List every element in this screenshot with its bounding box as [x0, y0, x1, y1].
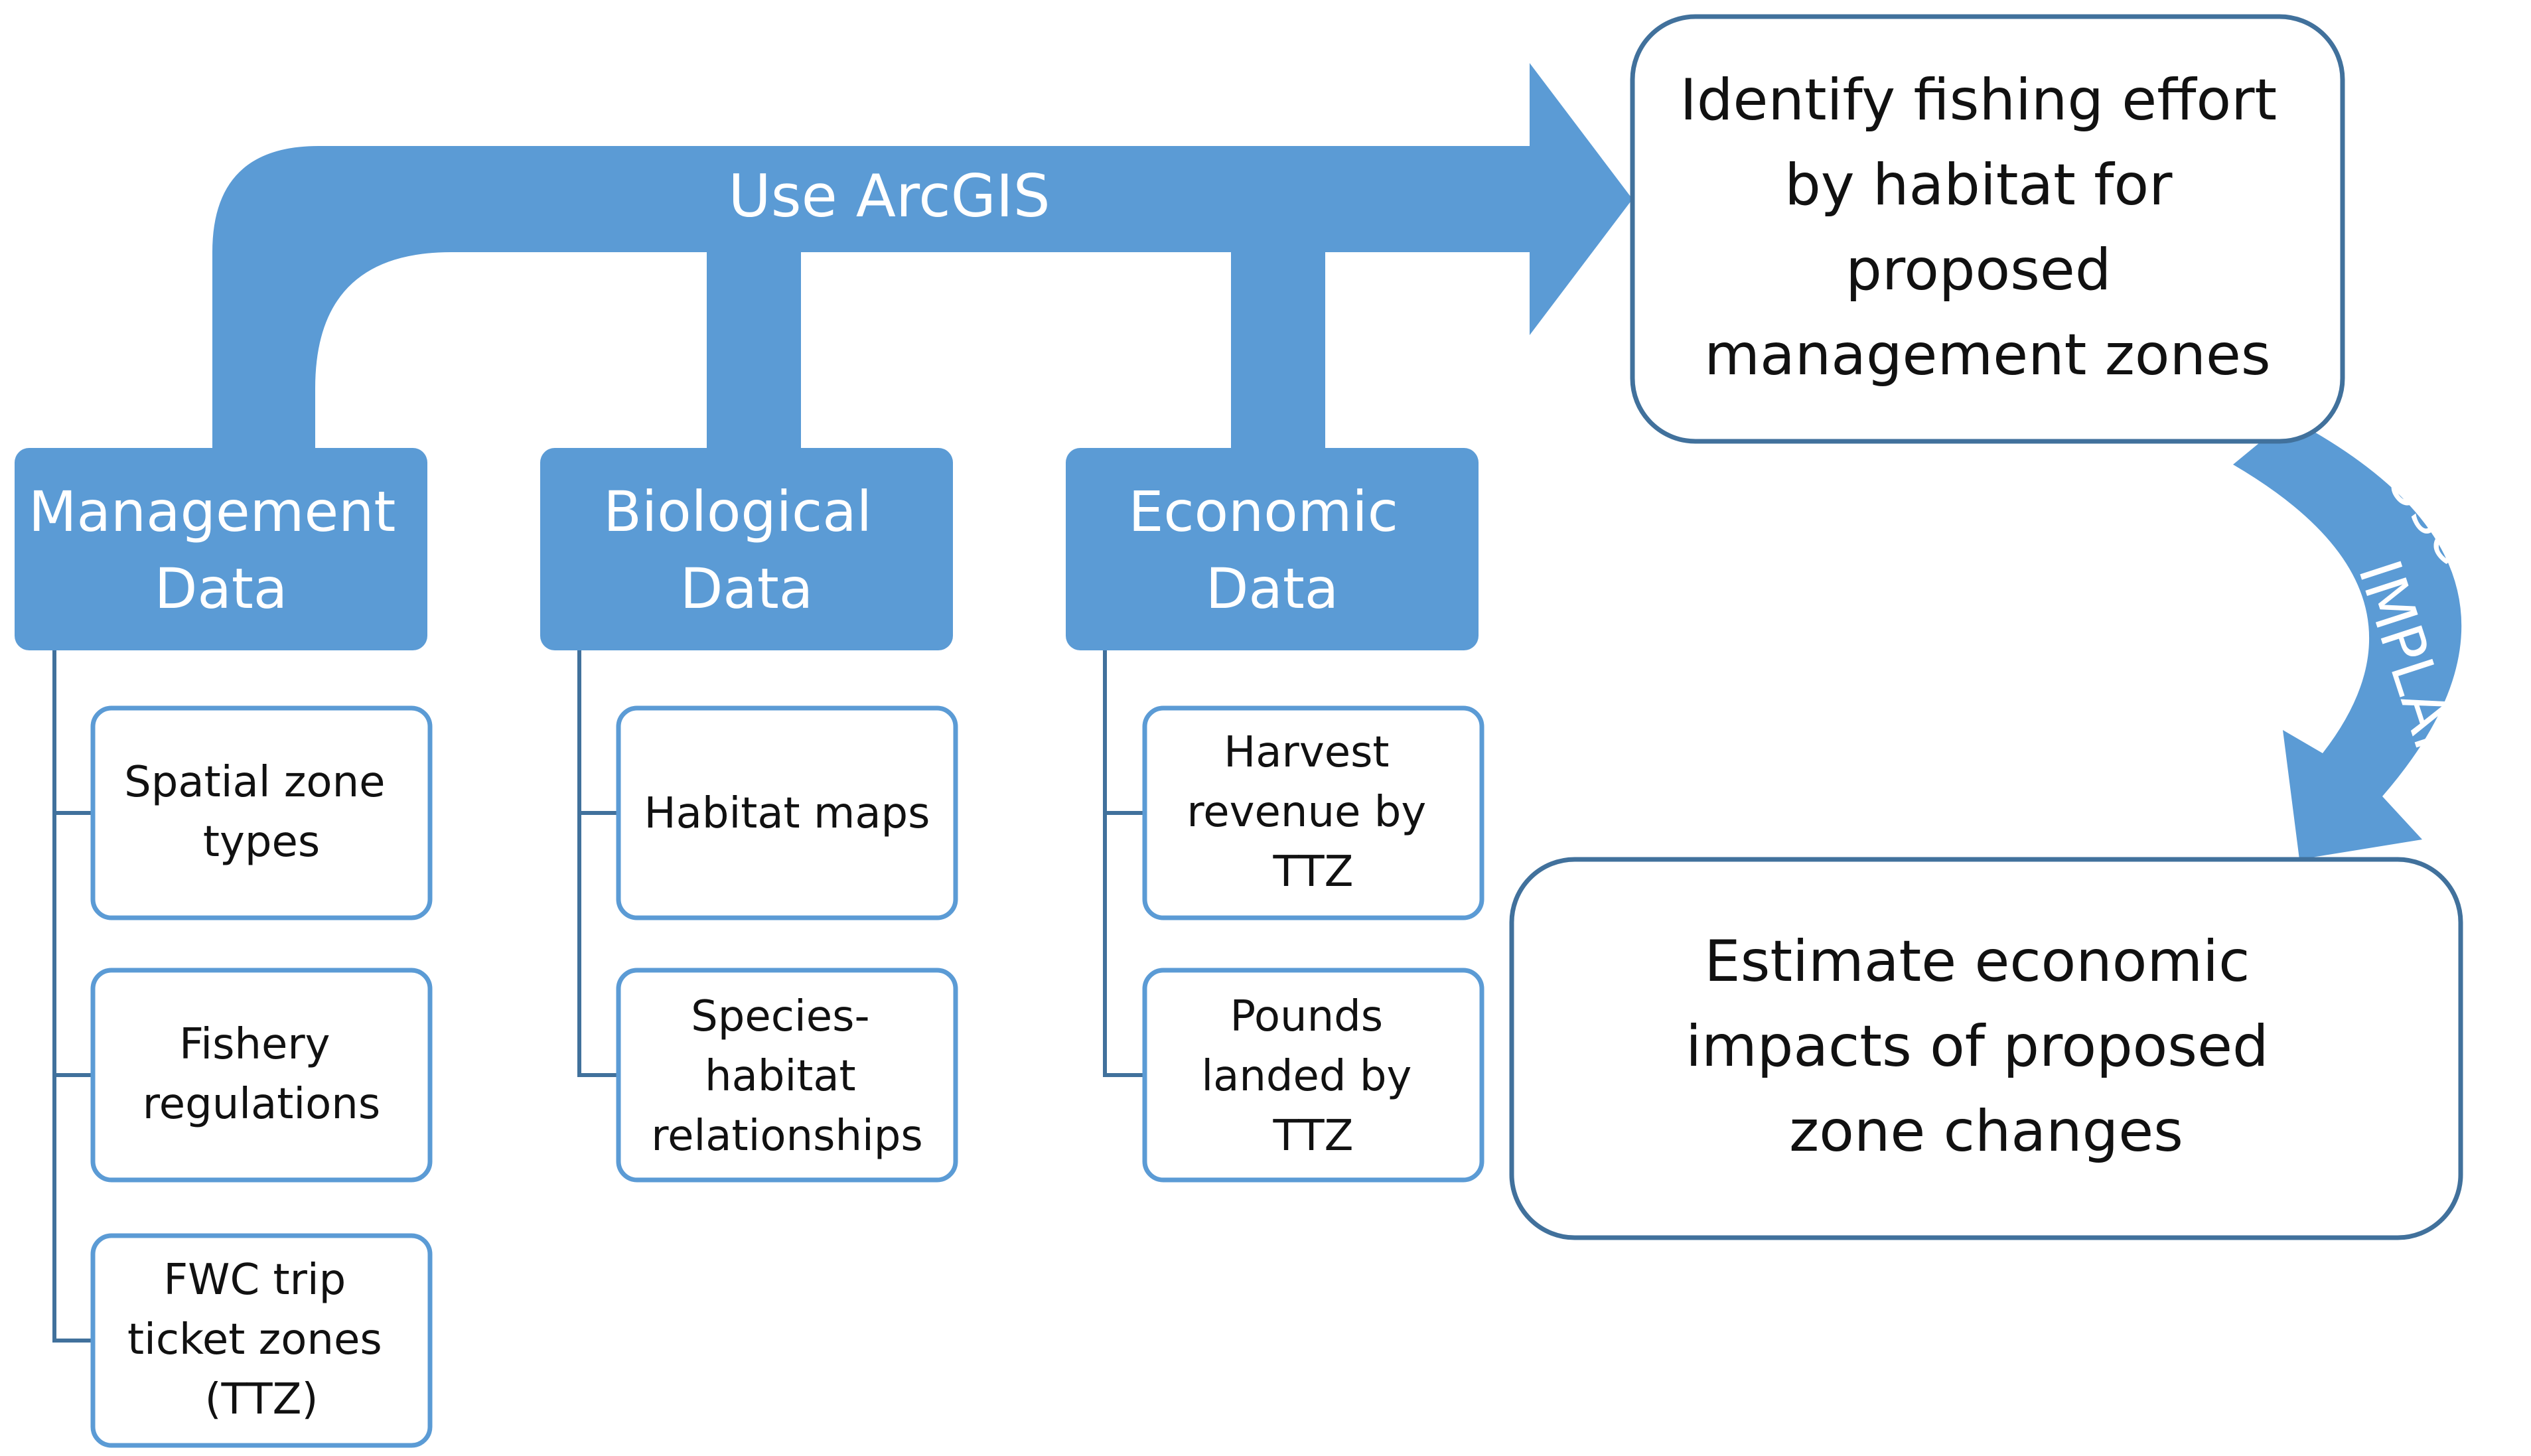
biological-data-header: [540, 448, 953, 650]
pounds-landed-by-ttz-line3: TTZ: [1273, 1112, 1354, 1161]
estimate-economic-impacts-box: [1509, 857, 2463, 1240]
fwc-trip-ticket-zones-line1: FWC trip: [163, 1256, 346, 1305]
svg-text:Habitat maps: Habitat maps: [644, 789, 930, 838]
pounds-landed-by-ttz-line1: Pounds: [1230, 992, 1384, 1041]
fishery-regulations-line1: Fishery: [179, 1020, 330, 1069]
species-habitat-relationships-line2: habitat: [705, 1052, 856, 1101]
identify-fishing-effort-line2: by habitat for: [1784, 152, 2173, 218]
biological-data-title-line1: Biological: [603, 479, 872, 544]
estimate-economic-impacts-line3: zone changes: [1789, 1098, 2183, 1165]
svg-text:Fishery regulations: Fishery regulations: [143, 1020, 380, 1129]
habitat-maps-line1: Habitat maps: [644, 789, 930, 838]
svg-text:Economic Data: Economic Data: [1128, 479, 1415, 621]
arcgis-connector-economic: [1231, 246, 1325, 458]
svg-text:Pounds landed by TTZ: Pounds landed by TTZ: [1201, 992, 1425, 1161]
economic-data-title-line1: Economic: [1128, 479, 1398, 544]
harvest-revenue-by-ttz-line2: revenue by: [1187, 788, 1426, 837]
pounds-landed-by-ttz-line2: landed by: [1201, 1052, 1411, 1101]
identify-fishing-effort-line3: proposed: [1845, 237, 2111, 303]
fwc-trip-ticket-zones-box: [90, 1233, 433, 1448]
harvest-revenue-by-ttz-box: [1142, 705, 1484, 920]
spatial-zone-types-line1: Spatial zone: [124, 758, 385, 807]
fishery-regulations-box: [90, 968, 433, 1183]
svg-text:Estimate economic impacts: Estimate economic impacts of proposed zo…: [1686, 928, 2287, 1165]
identify-fishing-effort-line4: management zones: [1704, 322, 2270, 388]
management-data-header: [15, 448, 427, 650]
habitat-maps-box: [616, 705, 958, 920]
arcgis-arrow: [212, 63, 1632, 451]
spatial-zone-types-line2: types: [203, 818, 320, 867]
management-data-title-line1: Management: [29, 479, 396, 544]
pounds-landed-by-ttz-box: [1142, 968, 1484, 1183]
harvest-revenue-by-ttz-line1: Harvest: [1224, 728, 1389, 777]
economic-data-header: [1066, 448, 1479, 650]
species-habitat-relationships-box: [616, 968, 958, 1183]
tree-lines: [52, 650, 1145, 1343]
management-data-title-line2: Data: [155, 556, 288, 621]
species-habitat-relationships-line1: Species-: [691, 992, 869, 1041]
biological-data-title-line2: Data: [680, 556, 814, 621]
svg-text:Biological Data: Biological Data: [603, 479, 889, 621]
estimate-economic-impacts-line2: impacts of proposed: [1686, 1013, 2269, 1080]
svg-text:Identify fishing effort by: Identify fishing effort by habitat for p…: [1680, 67, 2295, 388]
svg-text:Management Data: Management Data: [29, 479, 413, 621]
fwc-trip-ticket-zones-line2: ticket zones: [127, 1315, 382, 1364]
harvest-revenue-by-ttz-line3: TTZ: [1273, 847, 1354, 897]
estimate-economic-impacts-line1: Estimate economic: [1704, 928, 2250, 995]
spatial-zone-types-box: [90, 705, 433, 920]
svg-text:Harvest revenue by TTZ: Harvest revenue by TTZ: [1187, 728, 1439, 897]
species-habitat-relationships-line3: relationships: [651, 1112, 923, 1161]
economic-data-title-line2: Data: [1206, 556, 1339, 621]
implan-arrow: [2233, 418, 2462, 859]
arcgis-arrow-label: Use ArcGIS: [728, 162, 1050, 230]
svg-text:Species- habitat relat: Species- habitat relationships: [651, 992, 923, 1161]
identify-fishing-effort-line1: Identify fishing effort: [1680, 67, 2278, 133]
identify-fishing-effort-box: [1630, 14, 2345, 444]
svg-text:FWC trip ticket zones: FWC trip ticket zones (TTZ): [127, 1256, 396, 1424]
arcgis-connector-biological: [707, 246, 801, 458]
fishery-regulations-line2: regulations: [143, 1080, 380, 1129]
svg-text:Spatial zone types: Spatial zone types: [124, 758, 399, 867]
fwc-trip-ticket-zones-line3: (TTZ): [205, 1375, 319, 1424]
